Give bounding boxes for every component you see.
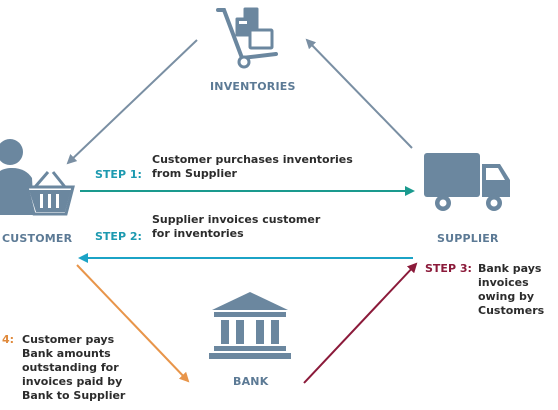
step1-description: Customer purchases inventories from Supp… bbox=[152, 153, 353, 181]
step3-line: owing by bbox=[478, 290, 535, 303]
step4-line: Bank amounts bbox=[22, 347, 111, 360]
step4-description: Customer pays Bank amounts outstanding f… bbox=[22, 333, 125, 403]
step1-line: Customer purchases inventories bbox=[152, 153, 353, 166]
step2-line: Supplier invoices customer bbox=[152, 213, 321, 226]
bank-building-icon bbox=[209, 292, 291, 359]
person-shopping-basket-icon bbox=[0, 139, 75, 216]
inventories-label: INVENTORIES bbox=[210, 80, 296, 93]
step3-tag: STEP 3: bbox=[425, 262, 472, 275]
arrow-inventories-to-customer bbox=[66, 39, 198, 165]
step4-tag: 4: bbox=[2, 333, 15, 346]
supplier-label: SUPPLIER bbox=[437, 232, 499, 245]
bank-label: BANK bbox=[233, 375, 269, 388]
arrow-step3 bbox=[303, 262, 418, 384]
step1-line: from Supplier bbox=[152, 167, 237, 180]
customer-label: CUSTOMER bbox=[2, 232, 73, 245]
step4-line: Customer pays bbox=[22, 333, 115, 346]
step2-description: Supplier invoices customer for inventori… bbox=[152, 213, 320, 241]
step2-line: for inventories bbox=[152, 227, 244, 240]
arrow-step4 bbox=[76, 264, 190, 383]
step1-tag: STEP 1: bbox=[95, 168, 142, 181]
step4-line: invoices paid by bbox=[22, 375, 123, 388]
step4-line: outstanding for bbox=[22, 361, 119, 374]
delivery-truck-icon bbox=[424, 153, 510, 211]
step4-line: Bank to Supplier bbox=[22, 389, 126, 402]
step3-description: Bank pays invoices owing by Customers bbox=[478, 262, 544, 318]
step3-line: Customers bbox=[478, 304, 545, 317]
arrow-supplier-to-inventories bbox=[305, 38, 413, 149]
step3-line: Bank pays bbox=[478, 262, 542, 275]
step2-tag: STEP 2: bbox=[95, 230, 142, 243]
hand-truck-boxes-icon bbox=[216, 7, 278, 69]
step3-line: invoices bbox=[478, 276, 529, 289]
